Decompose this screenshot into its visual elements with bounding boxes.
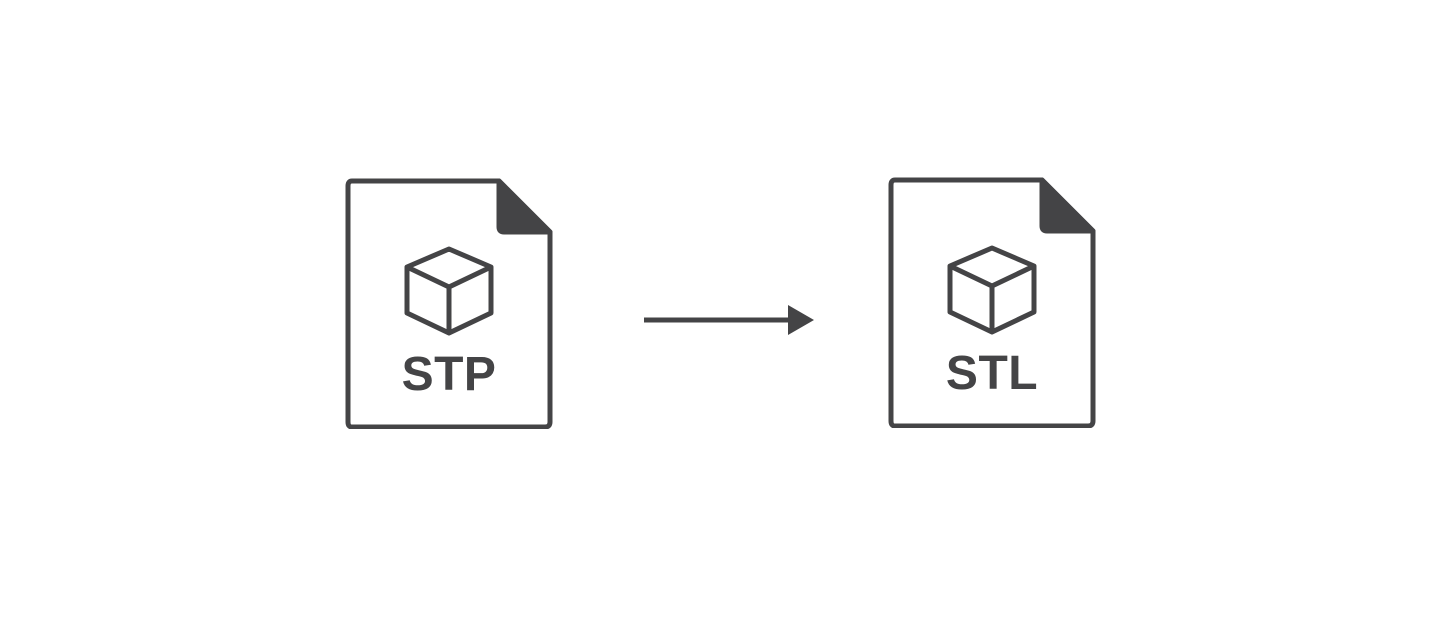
target-file-icon: STL — [887, 176, 1097, 428]
3d-cube-icon — [947, 245, 1037, 335]
source-file-label: STP — [401, 348, 497, 401]
file-document-icon — [888, 177, 1096, 428]
3d-cube-icon — [404, 246, 494, 336]
target-file-label: STL — [945, 347, 1039, 400]
source-file-icon: STP — [344, 177, 554, 429]
file-document-icon — [345, 178, 553, 429]
arrow-right-icon — [644, 305, 814, 335]
